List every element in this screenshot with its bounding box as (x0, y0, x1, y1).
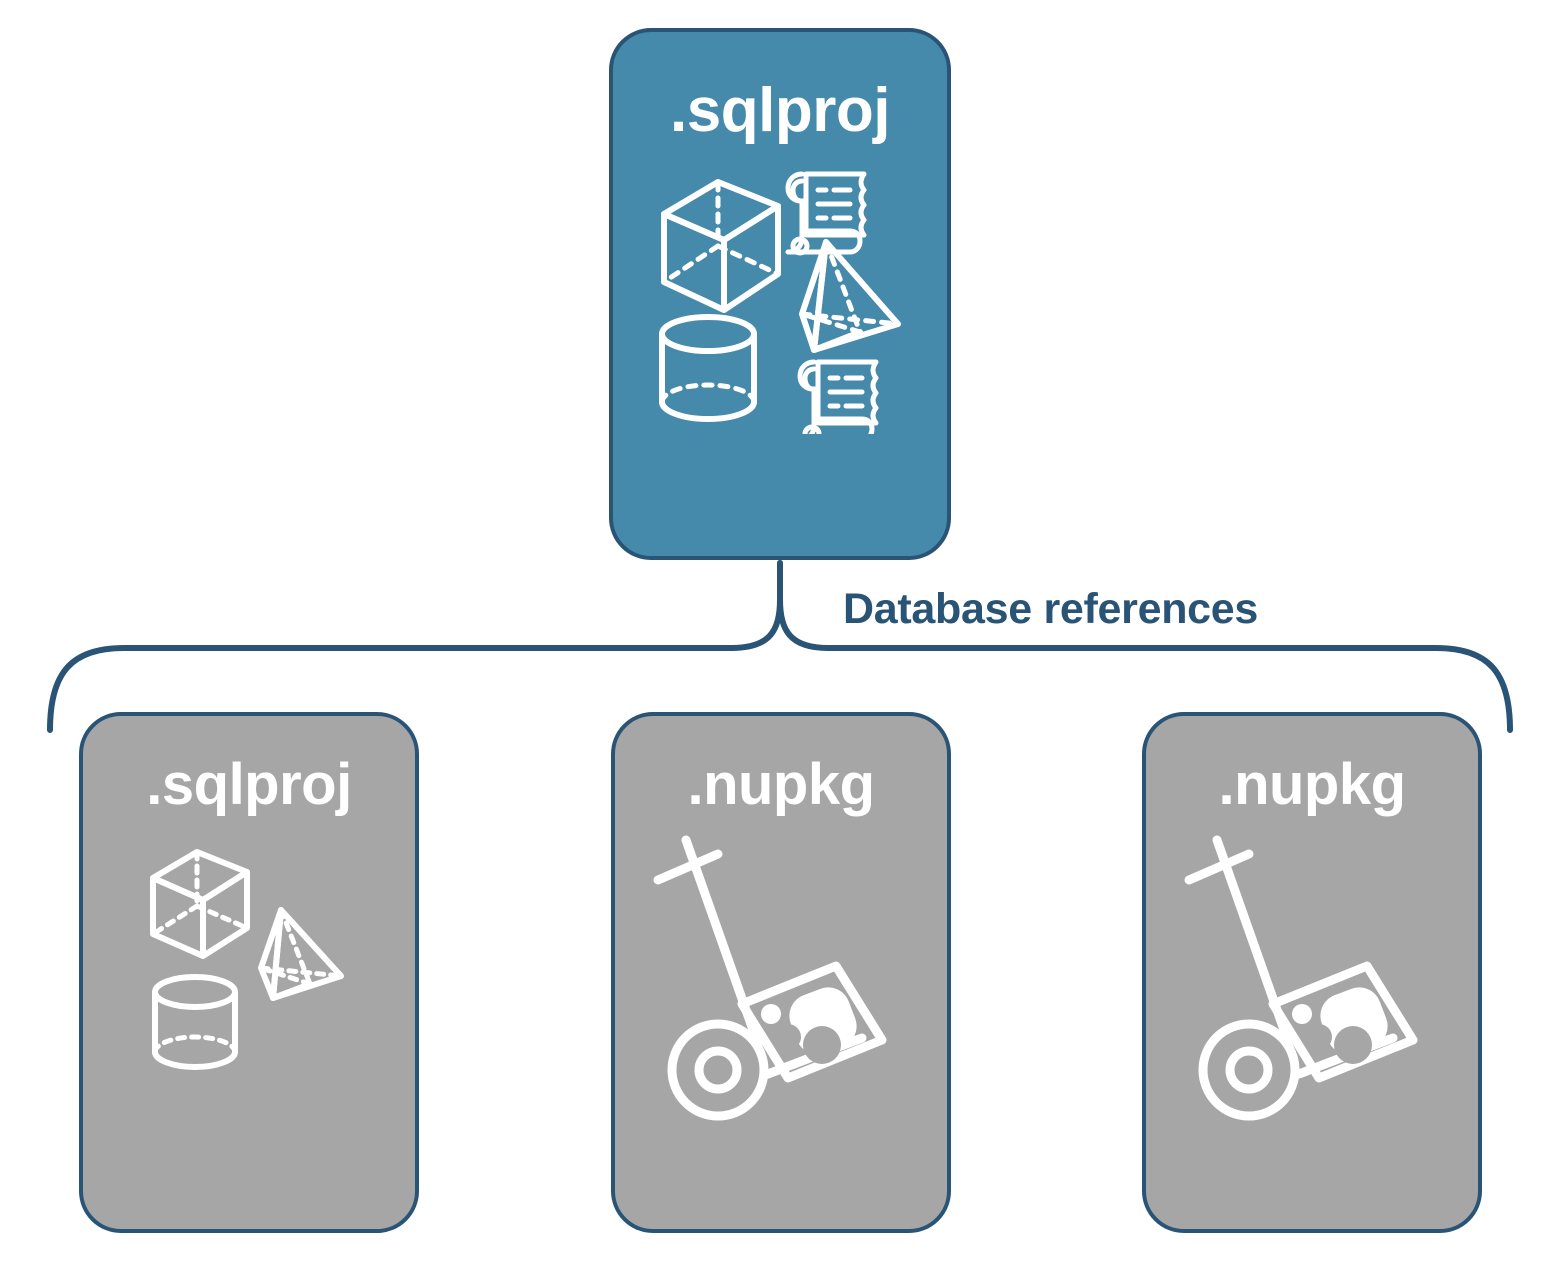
cube-icon (661, 179, 781, 313)
cylinder-icon (152, 974, 238, 1070)
database-objects-illustration (150, 849, 344, 1070)
card-title-nupkg-2: .nupkg (1218, 752, 1406, 817)
card-title-sqlproj-reference: .sqlproj (146, 752, 352, 817)
cube-icon (150, 849, 250, 959)
icon-cluster-database-objects (613, 142, 947, 556)
database-objects-illustration (659, 171, 901, 434)
icon-cluster-package (1146, 814, 1478, 1229)
node-card-sqlproj-main[interactable]: .sqlproj (609, 28, 951, 560)
icon-cluster-package (615, 814, 947, 1229)
node-card-nupkg-2[interactable]: .nupkg (1142, 712, 1482, 1233)
scroll-icon (785, 171, 867, 256)
connector-label-database-references: Database references (843, 585, 1258, 633)
card-title-sqlproj-main: .sqlproj (670, 76, 890, 145)
card-title-nupkg-1: .nupkg (687, 752, 875, 817)
node-card-nupkg-1[interactable]: .nupkg (611, 712, 951, 1233)
scroll-icon (797, 359, 879, 434)
cylinder-icon (659, 314, 757, 422)
nuget-logo-mark (761, 987, 857, 1064)
node-card-sqlproj-reference[interactable]: .sqlproj (79, 712, 419, 1233)
hand-truck-package-icon (1184, 835, 1418, 1121)
hand-truck-package-icon (653, 835, 887, 1121)
pyramid-icon (258, 907, 344, 1001)
pyramid-icon (799, 239, 901, 353)
icon-cluster-database-objects (83, 814, 415, 1229)
nuget-logo-mark (1292, 987, 1388, 1064)
